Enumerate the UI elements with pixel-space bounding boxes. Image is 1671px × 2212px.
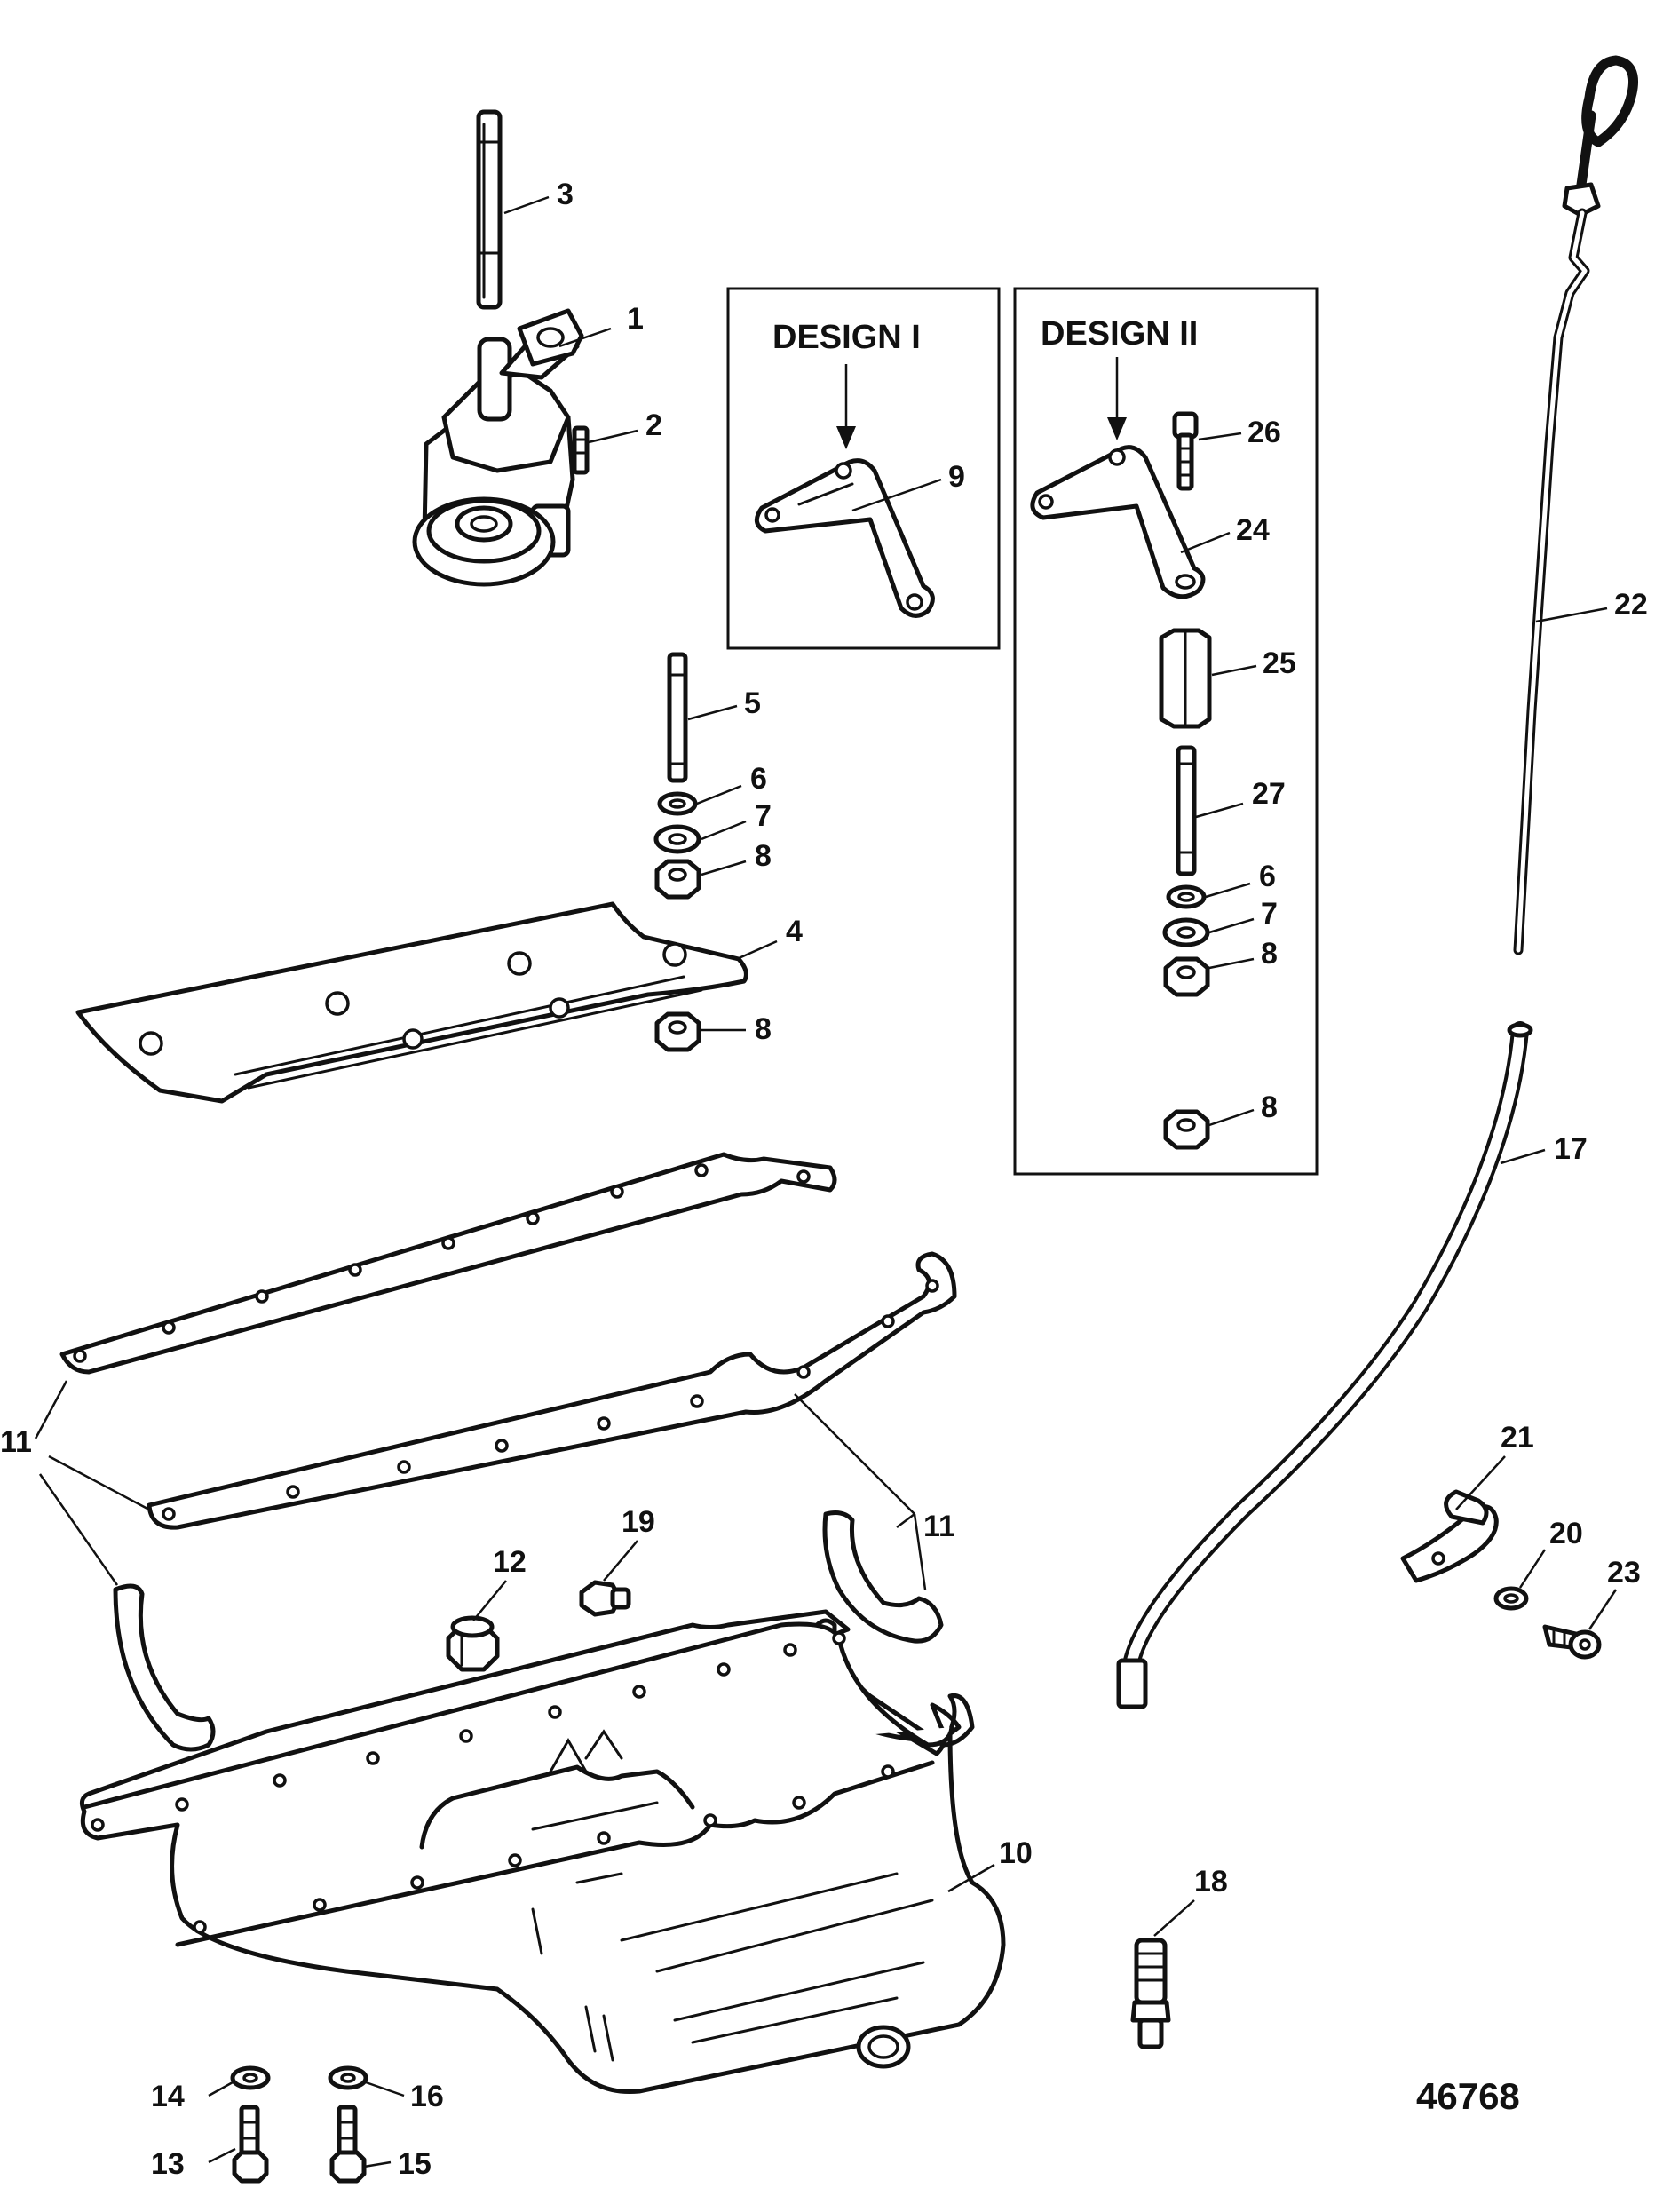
bolt-icon	[1542, 1624, 1602, 1660]
reference-number: 46768	[1416, 2075, 1520, 2117]
callout-6b: 6	[1259, 860, 1276, 893]
callout-27: 27	[1252, 777, 1286, 811]
callout-22: 22	[1614, 588, 1648, 622]
design-i-box: DESIGN I	[726, 287, 1001, 650]
washer-icon	[653, 824, 701, 854]
nut-icon	[1163, 1109, 1210, 1150]
callout-12: 12	[493, 1545, 527, 1579]
callout-1: 1	[627, 302, 644, 336]
callout-18: 18	[1194, 1865, 1228, 1899]
callout-17: 17	[1554, 1132, 1588, 1166]
callout-3: 3	[557, 178, 574, 211]
bracket-icon	[1030, 445, 1206, 599]
stud-icon	[667, 652, 688, 783]
oil-pan-icon	[79, 1609, 1006, 2095]
callout-labels: 1 2 3 4 5 6 7 8 8 9 10 11 11 12 19 14 13…	[0, 178, 1648, 2181]
callout-7: 7	[755, 799, 772, 833]
callout-7b: 7	[1261, 897, 1278, 931]
callout-8b: 8	[755, 1012, 772, 1046]
nut-icon	[1163, 956, 1210, 997]
shaft-icon	[476, 109, 503, 310]
clip-icon	[1400, 1489, 1499, 1583]
leader-lines	[34, 195, 1618, 2168]
callout-15: 15	[398, 2147, 432, 2181]
washer-icon	[1162, 917, 1210, 947]
gasket-icon	[113, 1583, 216, 1752]
bolt-icon	[1172, 411, 1199, 491]
callout-11-right: 11	[923, 1510, 955, 1543]
lockwasher-icon	[1493, 1586, 1529, 1611]
callout-5: 5	[744, 686, 761, 720]
callout-13: 13	[151, 2147, 185, 2181]
callout-21: 21	[1501, 1421, 1534, 1455]
gasket-icon	[147, 1251, 957, 1530]
design-ii-box: DESIGN II	[1013, 287, 1319, 1176]
callout-6: 6	[750, 762, 767, 796]
fitting-icon	[1130, 1938, 1171, 2049]
callout-8d: 8	[1261, 1090, 1278, 1124]
bolt-icon	[232, 2105, 269, 2184]
bracket-icon	[754, 458, 935, 618]
callout-11-left: 11	[0, 1425, 32, 1459]
design-ii-title: DESIGN II	[1041, 315, 1198, 353]
callout-25: 25	[1263, 646, 1296, 680]
gasket-icon	[59, 1152, 837, 1375]
gasket-icon	[822, 1510, 944, 1644]
callout-10: 10	[999, 1836, 1033, 1870]
spacer-icon	[1159, 628, 1212, 729]
lockwasher-icon	[657, 791, 698, 816]
stud-icon	[1176, 745, 1197, 876]
baffle-icon	[75, 901, 748, 1104]
callout-8: 8	[755, 839, 772, 873]
plug-icon	[446, 1615, 500, 1672]
nut-icon	[654, 859, 701, 900]
callout-16: 16	[410, 2080, 444, 2113]
callout-19: 19	[622, 1505, 655, 1539]
plug-icon	[579, 1580, 631, 1617]
callout-26: 26	[1247, 416, 1281, 449]
oil-pump-icon	[412, 308, 584, 587]
dipstick-icon	[1513, 55, 1638, 955]
callout-2: 2	[645, 408, 662, 442]
bolt-icon	[329, 2105, 367, 2184]
callout-9: 9	[948, 460, 965, 494]
callout-4: 4	[786, 915, 803, 948]
washer-icon	[230, 2065, 271, 2090]
callout-20: 20	[1549, 1517, 1583, 1550]
lockwasher-icon	[1166, 884, 1207, 909]
dipstick-tube-icon	[1116, 1021, 1533, 1709]
callout-24: 24	[1236, 513, 1270, 547]
nut-icon	[654, 1011, 701, 1052]
pin-icon	[572, 425, 590, 475]
callout-14: 14	[151, 2080, 185, 2113]
callout-23: 23	[1607, 1556, 1641, 1590]
washer-icon	[328, 2065, 368, 2090]
callout-8c: 8	[1261, 937, 1278, 971]
design-i-title: DESIGN I	[772, 319, 921, 356]
